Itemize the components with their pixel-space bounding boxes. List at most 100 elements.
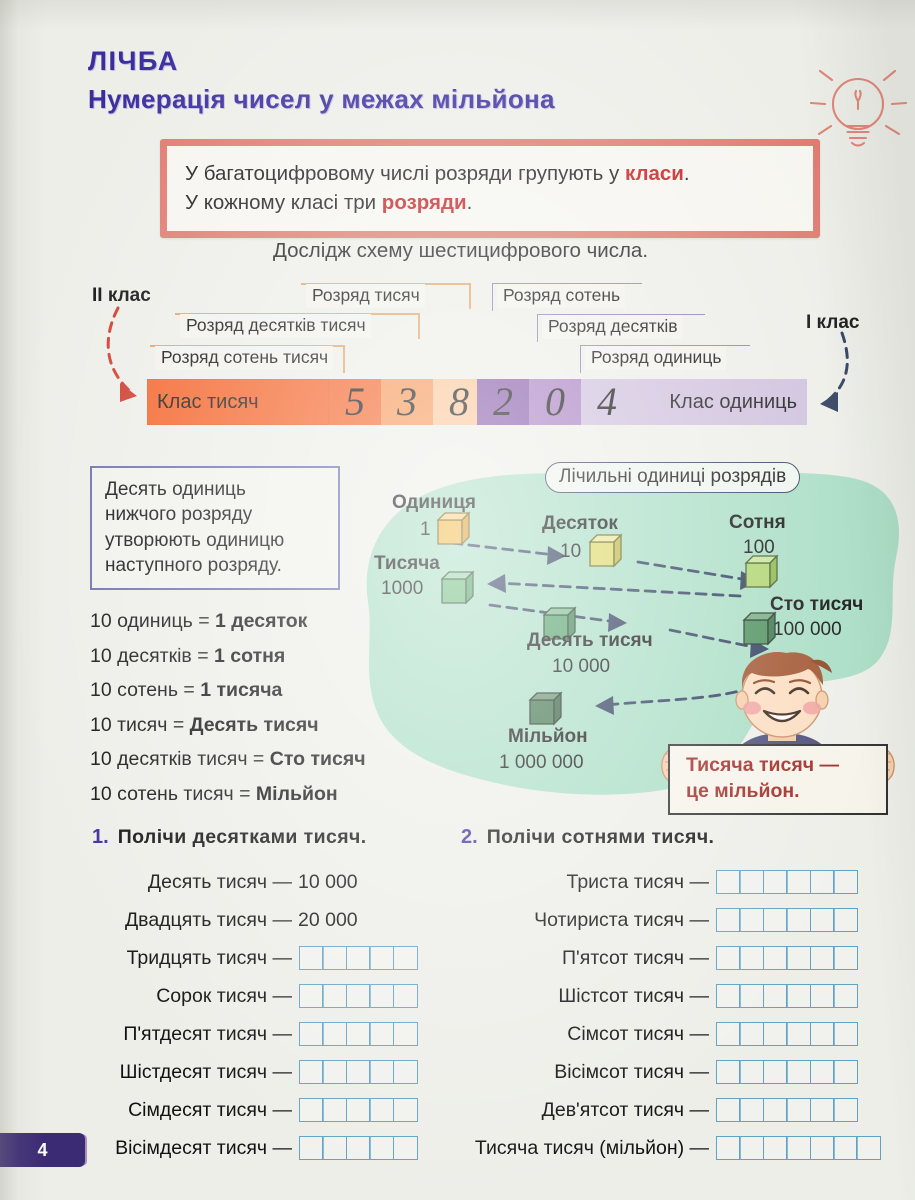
- answer-cell[interactable]: [833, 1060, 859, 1084]
- answer-cell[interactable]: [322, 1136, 348, 1160]
- answer-cell[interactable]: [786, 1060, 812, 1084]
- answer-cell[interactable]: [716, 1022, 741, 1046]
- answer-cell[interactable]: [856, 1136, 882, 1160]
- answer-cell[interactable]: [739, 1060, 765, 1084]
- cube-ten-icon: [588, 533, 623, 568]
- answer-cell[interactable]: [345, 1136, 371, 1160]
- answer-cell[interactable]: [809, 1098, 835, 1122]
- task-row: Чотириста тисяч —: [461, 901, 901, 939]
- unit-name-milyon: Мільйон: [508, 726, 588, 747]
- answer-cell[interactable]: [762, 1060, 788, 1084]
- answer-cell[interactable]: [345, 1022, 371, 1046]
- answer-cell[interactable]: [786, 1022, 812, 1046]
- answer-cell[interactable]: [322, 1098, 348, 1122]
- answer-cell[interactable]: [739, 1098, 765, 1122]
- answer-cell[interactable]: [716, 946, 741, 970]
- answer-cell[interactable]: [809, 984, 835, 1008]
- answer-cell[interactable]: [392, 1022, 418, 1046]
- answer-cell[interactable]: [369, 1136, 395, 1160]
- answer-cell[interactable]: [716, 1136, 741, 1160]
- task-row: Триста тисяч —: [461, 863, 901, 901]
- answer-cell[interactable]: [716, 1098, 741, 1122]
- answer-cells[interactable]: [299, 946, 418, 970]
- answer-cell[interactable]: [762, 870, 788, 894]
- answer-cell[interactable]: [345, 984, 371, 1008]
- answer-cell[interactable]: [786, 1136, 812, 1160]
- answer-cells[interactable]: [716, 1022, 859, 1046]
- answer-cell[interactable]: [299, 1098, 324, 1122]
- answer-cell[interactable]: [809, 946, 835, 970]
- answer-cell[interactable]: [762, 1136, 788, 1160]
- answer-cell[interactable]: [762, 984, 788, 1008]
- answer-cells[interactable]: [716, 984, 859, 1008]
- answer-cell[interactable]: [322, 1022, 348, 1046]
- answer-cell[interactable]: [299, 946, 324, 970]
- answer-cell[interactable]: [809, 1136, 835, 1160]
- answer-cell[interactable]: [786, 984, 812, 1008]
- bracket-units: [580, 345, 750, 373]
- answer-cell[interactable]: [345, 1060, 371, 1084]
- answer-cells[interactable]: [299, 1022, 418, 1046]
- answer-cell[interactable]: [739, 1022, 765, 1046]
- answer-cell[interactable]: [345, 1098, 371, 1122]
- answer-cell[interactable]: [716, 870, 741, 894]
- answer-cell[interactable]: [322, 1060, 348, 1084]
- answer-cell[interactable]: [809, 870, 835, 894]
- answer-cell[interactable]: [762, 1098, 788, 1122]
- answer-cell[interactable]: [739, 870, 765, 894]
- answer-cell[interactable]: [809, 1022, 835, 1046]
- answer-cell[interactable]: [322, 946, 348, 970]
- answer-cell[interactable]: [392, 984, 418, 1008]
- answer-cell[interactable]: [299, 1136, 324, 1160]
- answer-cell[interactable]: [786, 908, 812, 932]
- answer-cells[interactable]: [716, 1098, 859, 1122]
- answer-cell[interactable]: [833, 870, 859, 894]
- answer-cells[interactable]: [299, 1098, 418, 1122]
- answer-cell[interactable]: [392, 1136, 418, 1160]
- answer-cell[interactable]: [392, 1098, 418, 1122]
- answer-cell[interactable]: [739, 984, 765, 1008]
- task-label: Чотириста тисяч —: [534, 908, 709, 931]
- answer-cells[interactable]: [716, 1136, 882, 1160]
- answer-cell[interactable]: [322, 984, 348, 1008]
- answer-cells[interactable]: [299, 1136, 418, 1160]
- answer-cells[interactable]: [299, 984, 418, 1008]
- answer-cell[interactable]: [369, 1022, 395, 1046]
- answer-cell[interactable]: [809, 908, 835, 932]
- answer-cell[interactable]: [299, 1022, 324, 1046]
- answer-cell[interactable]: [786, 1098, 812, 1122]
- answer-cell[interactable]: [833, 1098, 859, 1122]
- answer-cell[interactable]: [762, 1022, 788, 1046]
- answer-cells[interactable]: [716, 870, 859, 894]
- answer-cell[interactable]: [786, 870, 812, 894]
- answer-cells[interactable]: [716, 908, 859, 932]
- answer-cell[interactable]: [762, 908, 788, 932]
- answer-cell[interactable]: [833, 1136, 859, 1160]
- answer-cell[interactable]: [369, 1098, 395, 1122]
- answer-cell[interactable]: [739, 908, 765, 932]
- answer-cell[interactable]: [809, 1060, 835, 1084]
- answer-cell[interactable]: [369, 1060, 395, 1084]
- answer-cell[interactable]: [392, 1060, 418, 1084]
- answer-cell[interactable]: [762, 946, 788, 970]
- answer-cell[interactable]: [786, 946, 812, 970]
- answer-cell[interactable]: [833, 946, 859, 970]
- answer-cell[interactable]: [345, 946, 371, 970]
- answer-cells[interactable]: [299, 1060, 418, 1084]
- answer-cell[interactable]: [716, 1060, 741, 1084]
- answer-cells[interactable]: [716, 1060, 859, 1084]
- answer-cell[interactable]: [369, 946, 395, 970]
- answer-cell[interactable]: [739, 946, 765, 970]
- answer-cell[interactable]: [299, 984, 324, 1008]
- answer-cell[interactable]: [716, 908, 741, 932]
- answer-cell[interactable]: [833, 984, 859, 1008]
- answer-cell[interactable]: [833, 1022, 859, 1046]
- answer-cell[interactable]: [392, 946, 418, 970]
- answer-cell[interactable]: [716, 984, 741, 1008]
- answer-cell[interactable]: [833, 908, 859, 932]
- answer-cell[interactable]: [299, 1060, 324, 1084]
- class-2-label: II клас: [92, 285, 151, 306]
- answer-cell[interactable]: [369, 984, 395, 1008]
- answer-cell[interactable]: [739, 1136, 765, 1160]
- answer-cells[interactable]: [716, 946, 859, 970]
